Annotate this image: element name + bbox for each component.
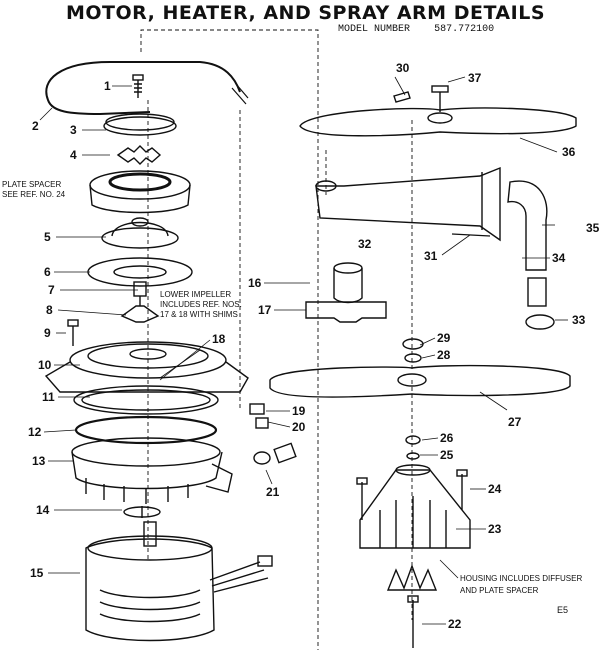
pump-body-part-10 xyxy=(44,341,249,393)
leader-lines xyxy=(39,76,568,625)
callout-32: 32 xyxy=(358,237,372,251)
callout-20: 20 xyxy=(292,420,306,434)
callout-33: 33 xyxy=(572,313,586,327)
callout-6: 6 xyxy=(44,265,51,279)
hub-part-29 xyxy=(402,338,424,350)
callout-35: 35 xyxy=(586,221,600,235)
note-housing-line-2: AND PLATE SPACER xyxy=(460,586,539,595)
screw-part-22 xyxy=(407,595,419,648)
seal-ring-part-11 xyxy=(73,385,219,415)
callout-30: 30 xyxy=(396,61,410,75)
callout-8: 8 xyxy=(46,303,53,317)
supply-tube-part-34 xyxy=(507,180,548,271)
callout-18: 18 xyxy=(212,332,226,346)
callout-4: 4 xyxy=(70,148,77,162)
callout-36: 36 xyxy=(562,145,576,159)
clip-part-30 xyxy=(393,91,411,103)
callout-12: 12 xyxy=(28,425,42,439)
housing-part-23 xyxy=(359,464,471,549)
figure-code: E5 xyxy=(557,605,569,615)
screw-part-24 xyxy=(456,469,468,510)
heater-element-part-2 xyxy=(45,61,241,116)
star-washer-part-4 xyxy=(116,145,162,165)
callout-25: 25 xyxy=(440,448,454,462)
callout-1: 1 xyxy=(104,79,111,93)
model-number: MODEL NUMBER 587.772100 xyxy=(338,24,494,35)
bolt-part-9 xyxy=(67,319,79,346)
motor-mount-part-13 xyxy=(71,437,233,504)
hose-part-33 xyxy=(525,277,555,330)
callout-22: 22 xyxy=(448,617,462,631)
callout-26: 26 xyxy=(440,431,454,445)
callout-31: 31 xyxy=(424,249,438,263)
note-plate-spacer-line-2: SEE REF. NO. 24 xyxy=(2,190,66,199)
gasket-part-12 xyxy=(74,415,218,445)
callout-17: 17 xyxy=(258,303,272,317)
shim-part-18 xyxy=(159,349,201,379)
upper-spray-arm-part-36 xyxy=(299,107,577,137)
screw-part-31 xyxy=(451,233,491,237)
motor-part-15 xyxy=(85,521,273,642)
callout-15: 15 xyxy=(30,566,44,580)
lower-spray-arm-part-27 xyxy=(269,364,571,398)
assembly-guide-lines xyxy=(140,29,413,650)
callout-3: 3 xyxy=(70,123,77,137)
note-housing-line-1: HOUSING INCLUDES DIFFUSER xyxy=(460,574,583,583)
callout-5: 5 xyxy=(44,230,51,244)
cap-part-5 xyxy=(101,217,179,249)
washer-part-25 xyxy=(406,452,420,460)
fitting-part-20 xyxy=(255,417,269,429)
callout-34: 34 xyxy=(552,251,566,265)
plate-part-3 xyxy=(103,116,177,136)
note-impeller-line-1: LOWER IMPELLER xyxy=(160,290,232,299)
fitting-part-19 xyxy=(249,403,265,415)
page-title: MOTOR, HEATER, AND SPRAY ARM DETAILS xyxy=(66,2,546,24)
spray-tower-part-16 xyxy=(333,262,363,304)
callout-9: 9 xyxy=(44,326,51,340)
washer-part-28 xyxy=(404,353,422,363)
callout-11: 11 xyxy=(42,390,55,404)
note-plate-spacer-line-1: PLATE SPACER xyxy=(2,180,62,189)
callout-13: 13 xyxy=(32,454,46,468)
callout-14: 14 xyxy=(36,503,50,517)
screw-part-1 xyxy=(132,74,144,98)
model-label: MODEL NUMBER xyxy=(338,24,411,35)
callout-37: 37 xyxy=(468,71,482,85)
gasket-part-6 xyxy=(87,257,193,287)
callout-24: 24 xyxy=(488,482,502,496)
callout-10: 10 xyxy=(38,358,52,372)
fitting-part-21 xyxy=(253,442,297,465)
slinger-part-14 xyxy=(123,506,161,518)
impeller-part-8 xyxy=(120,281,160,323)
callout-27: 27 xyxy=(508,415,522,429)
diffuser xyxy=(386,563,438,591)
callout-21: 21 xyxy=(266,485,280,499)
model-value: 587.772100 xyxy=(434,24,495,35)
callout-29: 29 xyxy=(437,331,451,345)
impeller-part-17 xyxy=(305,301,387,323)
callout-7: 7 xyxy=(48,283,55,297)
callout-19: 19 xyxy=(292,404,306,418)
note-impeller-line-3: 17 & 18 WITH SHIMS xyxy=(160,310,238,319)
callout-2: 2 xyxy=(32,119,39,133)
callout-28: 28 xyxy=(437,348,451,362)
note-impeller-line-2: INCLUDES REF. NOS. xyxy=(160,300,242,309)
screw-part-24b xyxy=(356,477,368,520)
nut-part-26 xyxy=(405,435,421,445)
manifold-part-32 xyxy=(315,166,501,242)
nozzle-part-37 xyxy=(431,85,449,112)
callout-16: 16 xyxy=(248,276,262,290)
callout-23: 23 xyxy=(488,522,502,536)
